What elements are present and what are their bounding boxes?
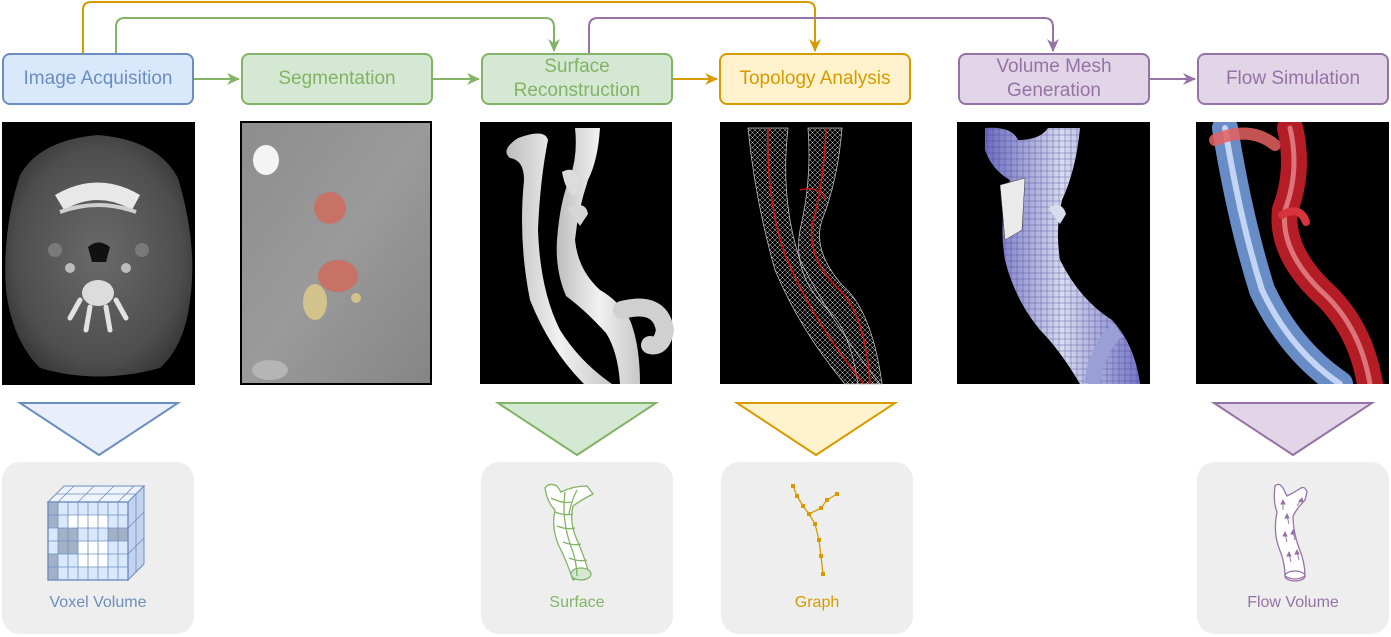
flow-volume-output-triangle (1210, 402, 1376, 457)
voxel-cube-icon (46, 484, 146, 582)
step-label-line-1: Surface (544, 56, 610, 77)
step-surface-reconstruction: Surface Reconstruction (481, 53, 673, 105)
flow-vessel-icon (1273, 483, 1308, 582)
voxel-volume-label: Voxel Volume (49, 594, 147, 611)
voxel-volume-output-triangle (16, 402, 182, 457)
step-label: Segmentation (278, 68, 396, 89)
step-label: Topology Analysis (739, 68, 891, 89)
step-label: Image Acquisition (23, 68, 173, 89)
arrow-acquisition-to-topology (82, 1, 821, 53)
step-label: Flow Simulation (1225, 68, 1361, 89)
step-image-acquisition: Image Acquisition (2, 53, 194, 105)
step-label-line-1: Volume Mesh (996, 56, 1112, 77)
arrow-acquisition-to-surface (115, 17, 560, 53)
graph-label: Graph (794, 594, 840, 611)
volume-mesh-image (957, 122, 1150, 384)
ct-scan-image (2, 122, 195, 385)
step-topology-analysis: Topology Analysis (719, 53, 911, 105)
flow-volume-label: Flow Volume (1247, 594, 1339, 611)
output-graph: Graph (721, 462, 913, 634)
output-flow-volume: Flow Volume (1197, 462, 1389, 634)
step-flow-simulation: Flow Simulation (1197, 53, 1389, 105)
output-surface: Surface (481, 462, 673, 634)
surface-reconstruction-image (480, 122, 675, 384)
centerline-graph-icon (791, 484, 839, 576)
step-label-line-2: Reconstruction (513, 80, 641, 101)
vessel-surface-icon (544, 483, 594, 581)
surface-label: Surface (549, 594, 605, 611)
graph-output-triangle (733, 402, 899, 457)
flow-simulation-image (1196, 122, 1389, 384)
step-segmentation: Segmentation (241, 53, 433, 105)
output-voxel-volume: Voxel Volume (2, 462, 194, 634)
segmentation-image (240, 121, 432, 385)
step-volume-mesh-generation: Volume Mesh Generation (958, 53, 1150, 105)
surface-output-triangle (494, 402, 660, 457)
topology-analysis-image (720, 122, 912, 385)
arrow-surface-to-volume-mesh (588, 17, 1059, 53)
step-label-line-2: Generation (1006, 80, 1101, 101)
